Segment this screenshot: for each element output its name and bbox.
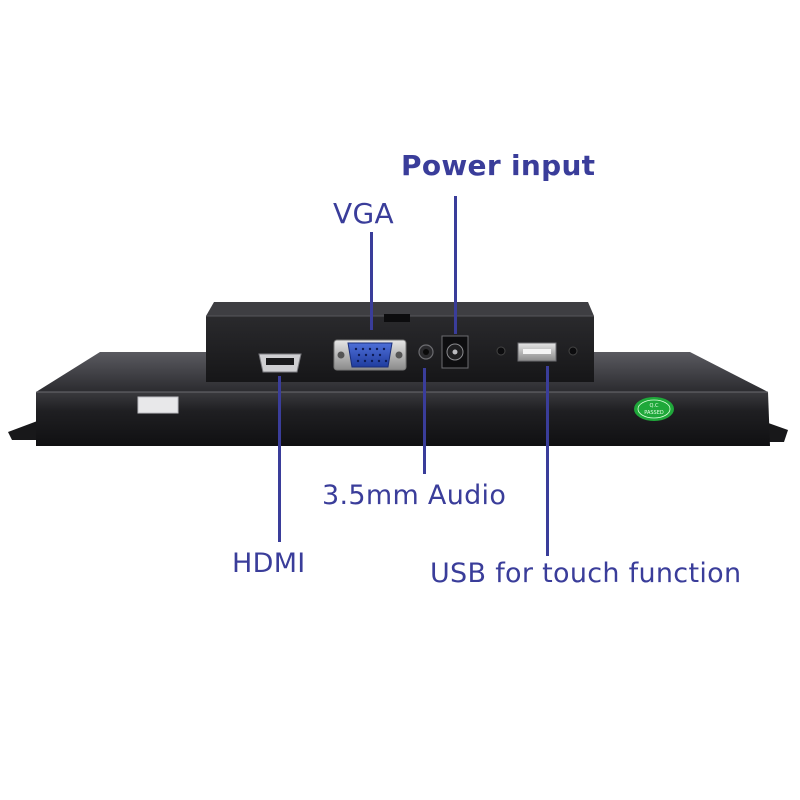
power-input-leader-line bbox=[454, 196, 457, 334]
usb-label: USB for touch function bbox=[430, 558, 742, 589]
vga-port bbox=[333, 339, 407, 371]
usb-port bbox=[517, 342, 557, 362]
serial-sticker bbox=[137, 396, 179, 414]
power-input-label: Power input bbox=[401, 149, 596, 182]
audio-jack bbox=[418, 344, 434, 360]
hdmi-label: HDMI bbox=[232, 548, 306, 579]
power-jack bbox=[441, 335, 469, 369]
screw-hole-right bbox=[568, 346, 578, 356]
vga-label: VGA bbox=[333, 197, 394, 230]
usb-leader-line bbox=[546, 366, 549, 556]
mounting-bracket-left bbox=[8, 420, 42, 440]
audio-label: 3.5mm Audio bbox=[322, 480, 507, 511]
qc-passed-sticker: Q.C PASSED bbox=[634, 397, 674, 421]
hdmi-port bbox=[258, 353, 302, 373]
hdmi-leader-line bbox=[278, 376, 281, 542]
screw-hole-left bbox=[496, 346, 506, 356]
audio-leader-line bbox=[423, 368, 426, 474]
qc-line1: Q.C bbox=[649, 403, 659, 409]
vga-leader-line bbox=[370, 232, 373, 330]
qc-line2: PASSED bbox=[644, 410, 664, 416]
